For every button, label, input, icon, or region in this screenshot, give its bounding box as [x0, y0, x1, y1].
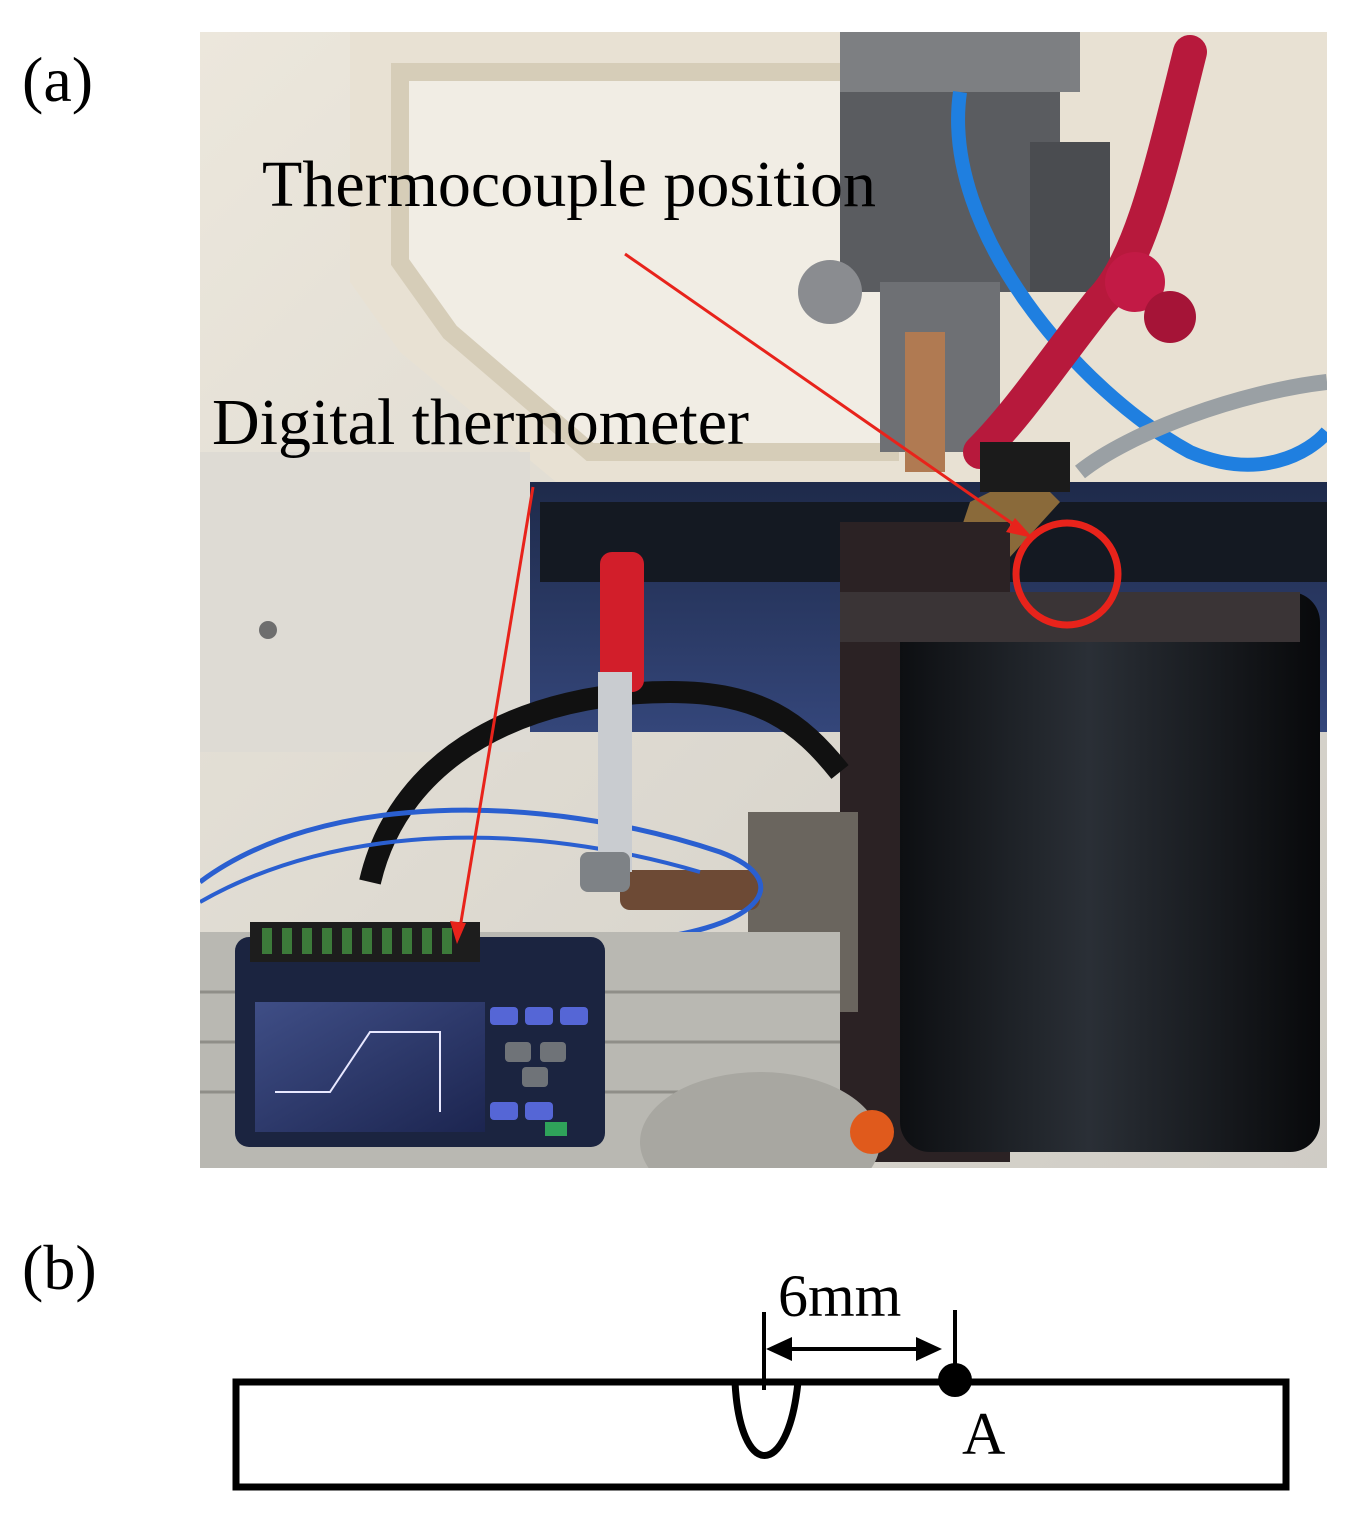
dimension-arrow-left	[766, 1337, 792, 1361]
panel-a-label: (a)	[22, 44, 94, 115]
measurement-point-a	[938, 1363, 972, 1397]
schematic-diagram: 6mm A	[232, 1263, 1290, 1491]
dimension-arrow-right	[916, 1337, 942, 1361]
point-a-label: A	[962, 1401, 1005, 1467]
digital-thermometer-callout: Digital thermometer	[212, 386, 749, 459]
dimension-label: 6mm	[778, 1263, 901, 1329]
thermocouple-position-callout: Thermocouple position	[262, 148, 877, 221]
panel-b-label: (b)	[22, 1232, 97, 1303]
weld-groove	[731, 1381, 802, 1459]
experimental-setup-photo	[200, 32, 1327, 1168]
workpiece-plate	[232, 1378, 1290, 1491]
